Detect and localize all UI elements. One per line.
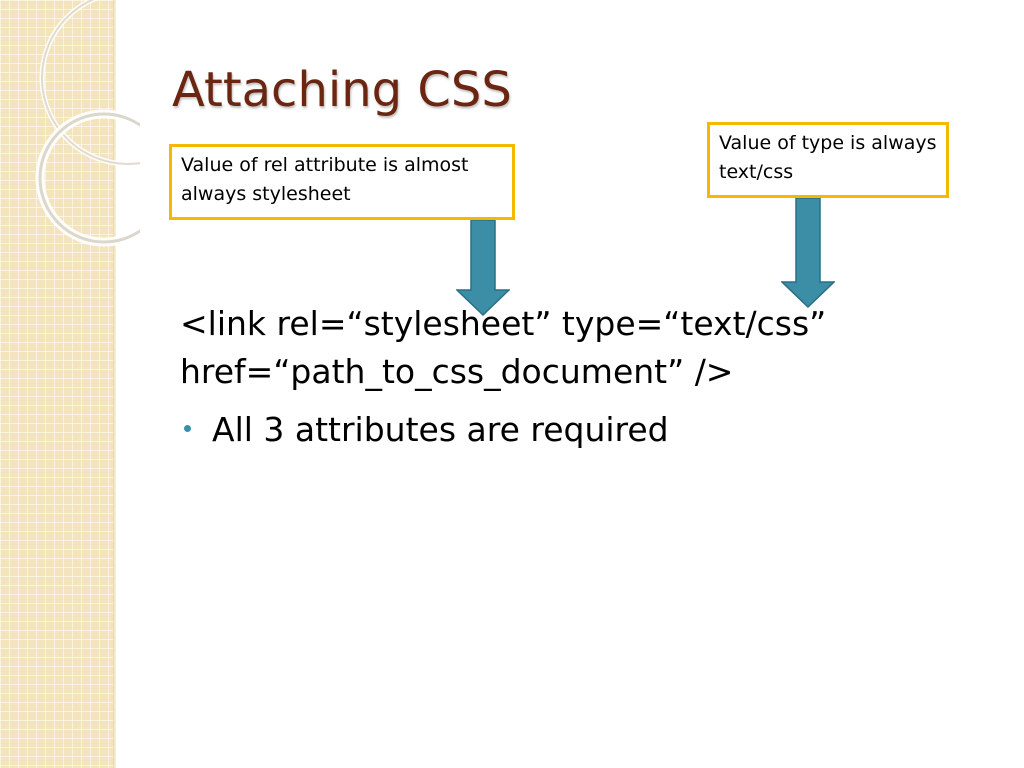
down-arrow-icon [456,220,510,316]
bullet-item: All 3 attributes are required [180,406,980,454]
link-tag-example: <link rel=“stylesheet” type=“text/css” h… [180,300,980,396]
bullet-text: All 3 attributes are required [212,410,669,449]
slide-body: <link rel=“stylesheet” type=“text/css” h… [180,300,980,454]
link-tag-line-2: href=“path_to_css_document” /> [180,352,734,391]
slide-title: Attaching CSS [172,62,512,118]
link-tag-line-1: <link rel=“stylesheet” type=“text/css” [180,304,827,343]
side-panel-edge [113,0,116,768]
callout-rel-text: Value of rel attribute is almost always … [181,154,469,205]
callout-type-text: Value of type is always text/css [719,132,937,183]
callout-rel-attribute: Value of rel attribute is almost always … [169,144,515,220]
callout-type-attribute: Value of type is always text/css [707,122,949,198]
bullet-dot-icon [184,425,191,432]
down-arrow-icon [781,198,835,308]
decorative-circles [35,0,140,247]
